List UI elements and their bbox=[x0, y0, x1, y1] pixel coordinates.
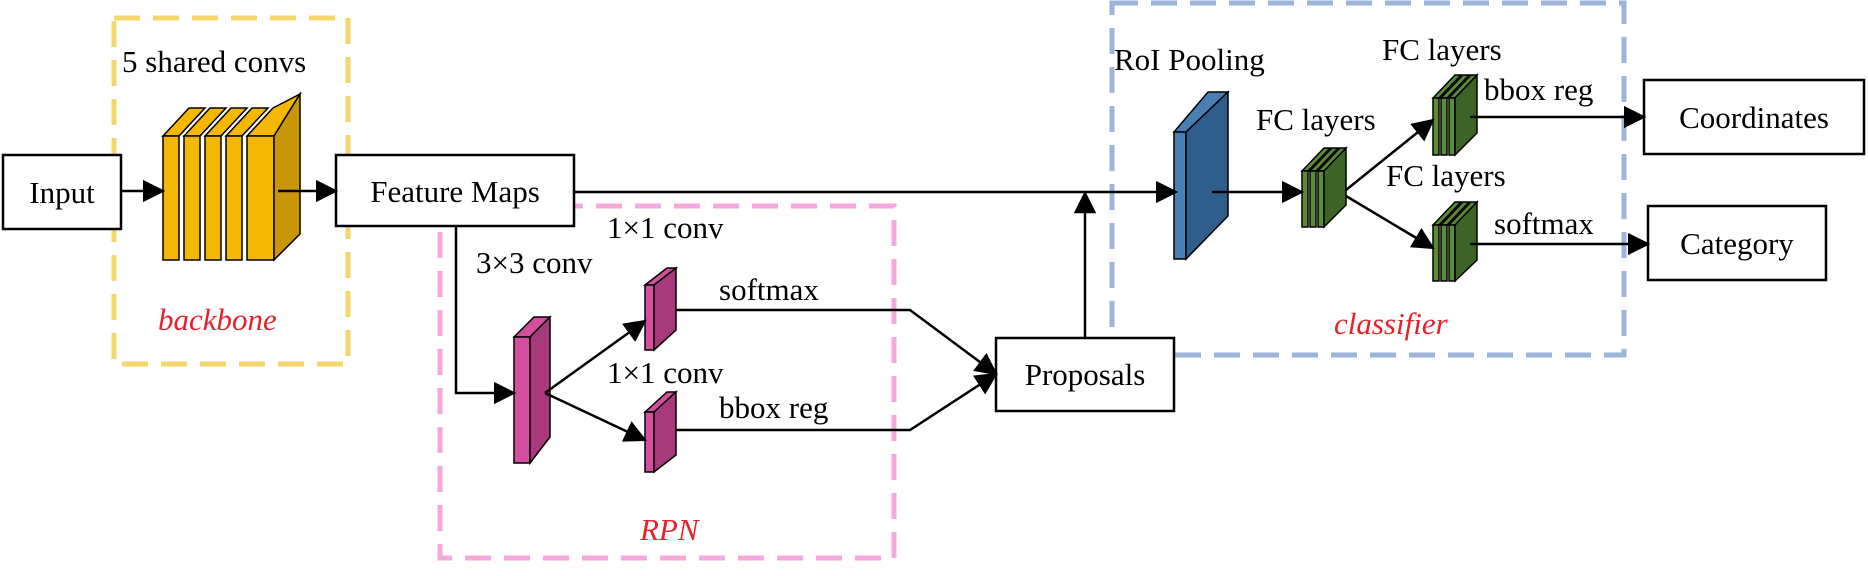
bbox-reg-rpn-label: bbox reg bbox=[719, 390, 828, 425]
edge-bbox-reg-to-proposals bbox=[676, 372, 998, 432]
category-node bbox=[1646, 204, 1828, 282]
classifier-label: classifier bbox=[1334, 306, 1449, 341]
conv1x1-top-label: 1×1 conv bbox=[607, 210, 724, 245]
fc-layers-bottom-block bbox=[1431, 200, 1479, 283]
fc-layers-bottom-label: FC layers bbox=[1386, 158, 1506, 193]
fc-layers-top-label: FC layers bbox=[1382, 32, 1502, 67]
roi-pooling-label: RoI Pooling bbox=[1114, 42, 1265, 77]
fc-layers-top-block bbox=[1431, 73, 1479, 157]
edge-softmax-to-proposals bbox=[676, 308, 998, 376]
rpn-3x3-conv-block bbox=[512, 315, 552, 466]
coordinates-node-label: Coordinates bbox=[1679, 100, 1829, 135]
rpn-label: RPN bbox=[639, 512, 701, 547]
input-node bbox=[1, 153, 123, 231]
feature-maps-node bbox=[334, 153, 576, 228]
conv3x3-label: 3×3 conv bbox=[476, 245, 593, 280]
edge-fc-mid-to-fc-bottom bbox=[1345, 194, 1435, 250]
softmax-rpn-label: softmax bbox=[719, 272, 819, 307]
edge-rpn-conv-to-1x1-bottom bbox=[544, 391, 648, 442]
rpn-group bbox=[437, 203, 897, 561]
feature-maps-node-label: Feature Maps bbox=[370, 174, 540, 209]
backbone-label: backbone bbox=[158, 302, 277, 337]
shared-convs-label: 5 shared convs bbox=[122, 44, 306, 79]
category-node-label: Category bbox=[1680, 226, 1794, 261]
rpn-1x1-conv-bottom-block bbox=[643, 390, 678, 474]
fc-layers-mid-label: FC layers bbox=[1256, 102, 1376, 137]
coordinates-node bbox=[1642, 78, 1866, 156]
edge-rpn-conv-to-1x1-top bbox=[544, 319, 647, 395]
edge-feature-maps-to-rpn-conv bbox=[454, 226, 517, 405]
input-node-label: Input bbox=[29, 175, 95, 210]
classifier-group bbox=[1109, 0, 1627, 358]
softmax-cls-label: softmax bbox=[1494, 206, 1594, 241]
bbox-reg-cls-label: bbox reg bbox=[1484, 72, 1593, 107]
fc-layers-mid-block bbox=[1300, 146, 1348, 229]
proposals-node-label: Proposals bbox=[1025, 357, 1146, 392]
shared-convs-stack bbox=[161, 91, 303, 262]
roi-pooling-block bbox=[1172, 90, 1230, 261]
edge-fc-mid-to-fc-top bbox=[1345, 118, 1435, 191]
rpn-1x1-conv-top-block bbox=[642, 266, 679, 352]
conv1x1-bottom-label: 1×1 conv bbox=[607, 355, 724, 390]
